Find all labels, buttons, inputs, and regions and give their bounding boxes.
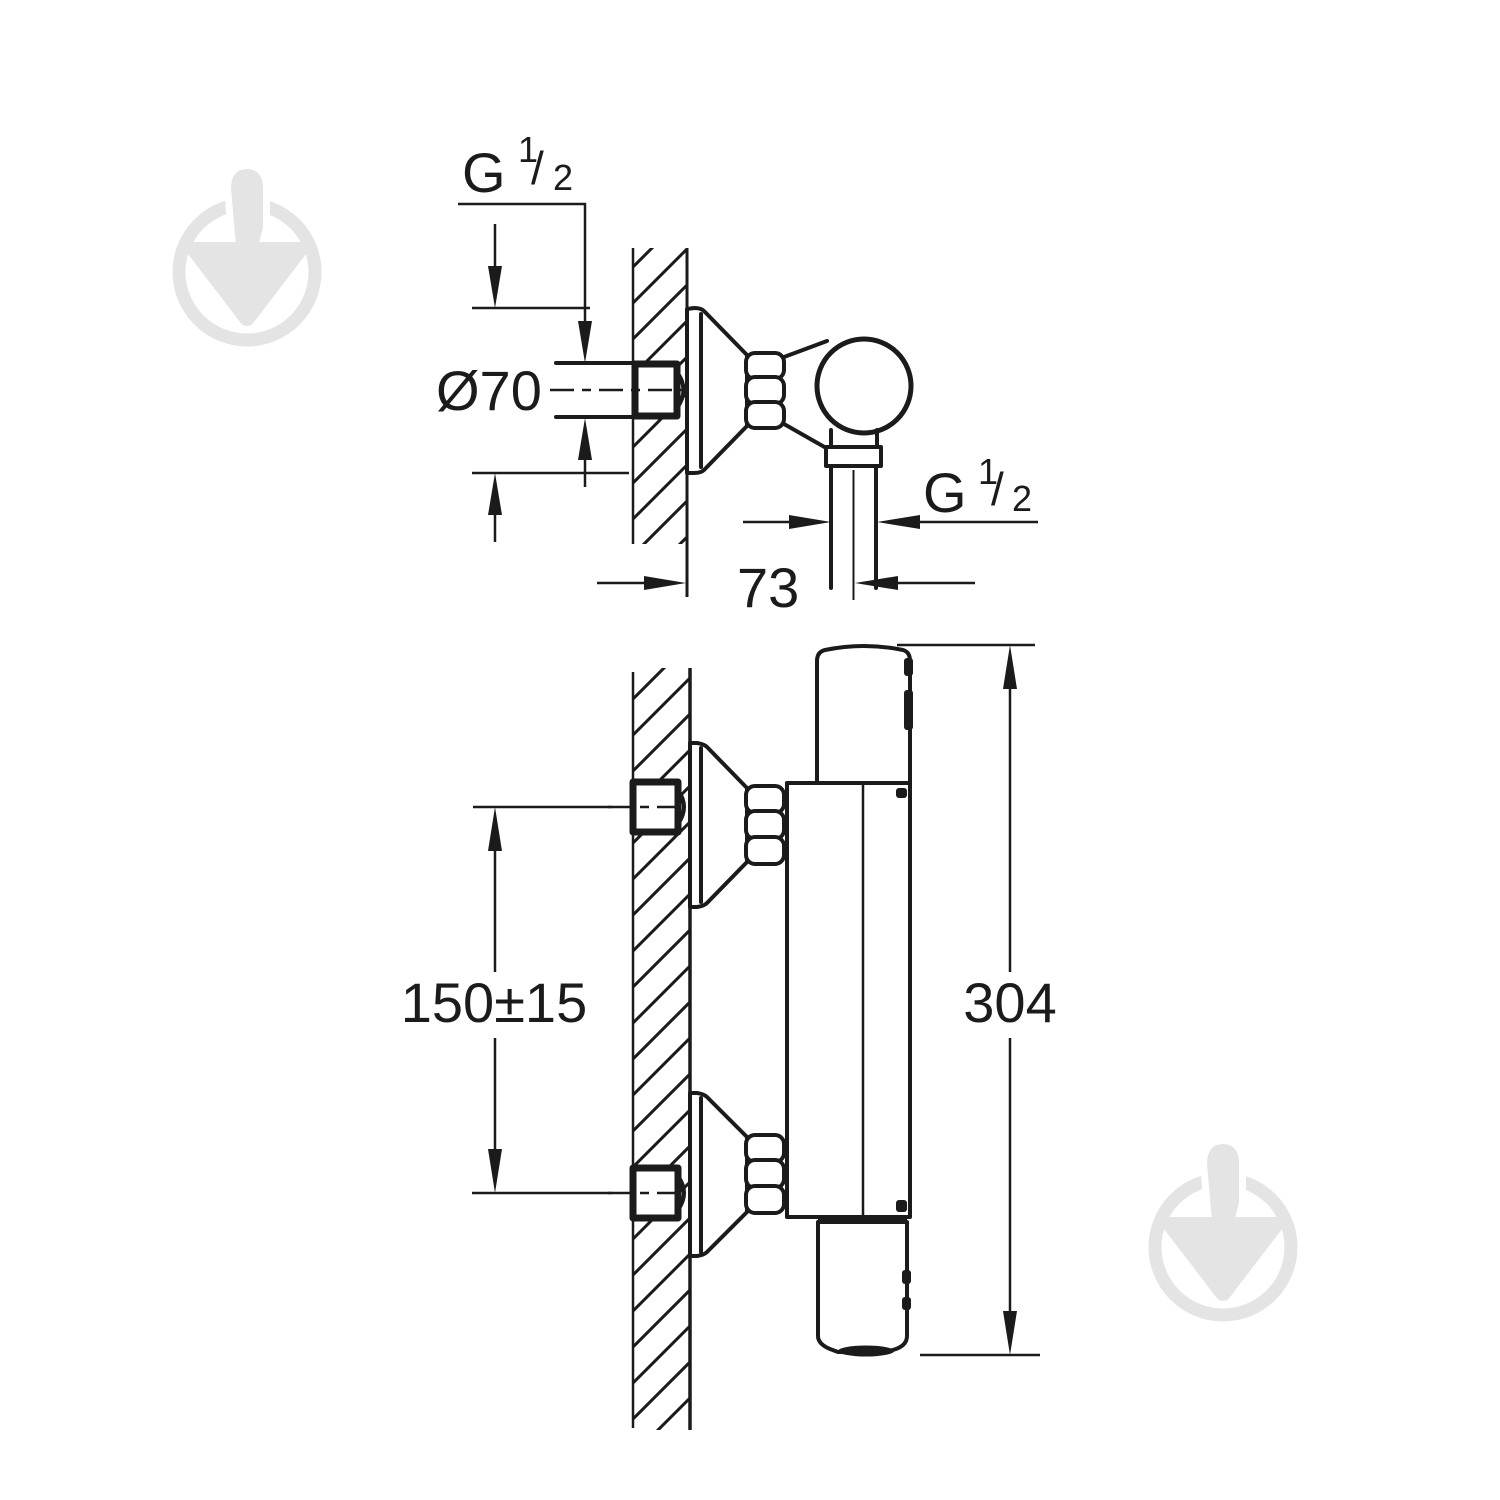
wall-section-top [631, 248, 689, 597]
overall-height-label: 304 [963, 971, 1056, 1034]
mixer-body [785, 644, 913, 1357]
wall-thread-slash: / [531, 142, 544, 194]
wall-offset-label: 73 [737, 556, 799, 619]
shower-hose-outlet [816, 1220, 909, 1354]
outlet-thread-denominator: 2 [1012, 478, 1032, 519]
wall-thread-g: G [462, 141, 506, 204]
trowel-logo-icon [179, 174, 315, 340]
wall-thread-tail [554, 361, 638, 419]
hex-nut-top [744, 351, 786, 430]
wall-thread-numerator: 1 [518, 129, 538, 170]
escutcheon-diameter-label: Ø70 [436, 359, 542, 422]
dim-outlet-thread: G 1 / 2 [743, 451, 1038, 529]
escutcheon-top [685, 306, 749, 475]
side-view: 150±15 304 [401, 643, 1057, 1430]
trowel-logo-icon [1155, 1149, 1291, 1315]
dim-escutcheon-diameter: Ø70 [436, 224, 629, 542]
wall-thread-denominator: 2 [553, 157, 573, 198]
prom-watermark-top-left [179, 174, 315, 340]
mixer-body-housing [785, 781, 912, 1219]
dim-union-spacing: 150±15 [401, 805, 612, 1195]
dim-overall-height: 304 [897, 643, 1057, 1357]
prom-watermark-bottom-right [1155, 1149, 1291, 1315]
outlet-thread-numerator: 1 [978, 451, 998, 492]
dim-wall-offset: 73 [597, 556, 975, 619]
thermostat-handle [815, 644, 912, 785]
outlet-thread-slash: / [991, 463, 1004, 515]
union-spacing-label: 150±15 [401, 971, 587, 1034]
outlet-connector [824, 428, 883, 468]
dim-wall-thread-top: G 1 / 2 [458, 129, 592, 487]
thermostat-knob [814, 336, 914, 436]
top-view: G 1 / 2 Ø70 73 G [436, 129, 1038, 619]
upper-s-union [608, 741, 786, 909]
lower-s-union [608, 1091, 786, 1258]
shower-outlet-pipe [829, 464, 878, 600]
outlet-thread-g: G [923, 461, 967, 524]
